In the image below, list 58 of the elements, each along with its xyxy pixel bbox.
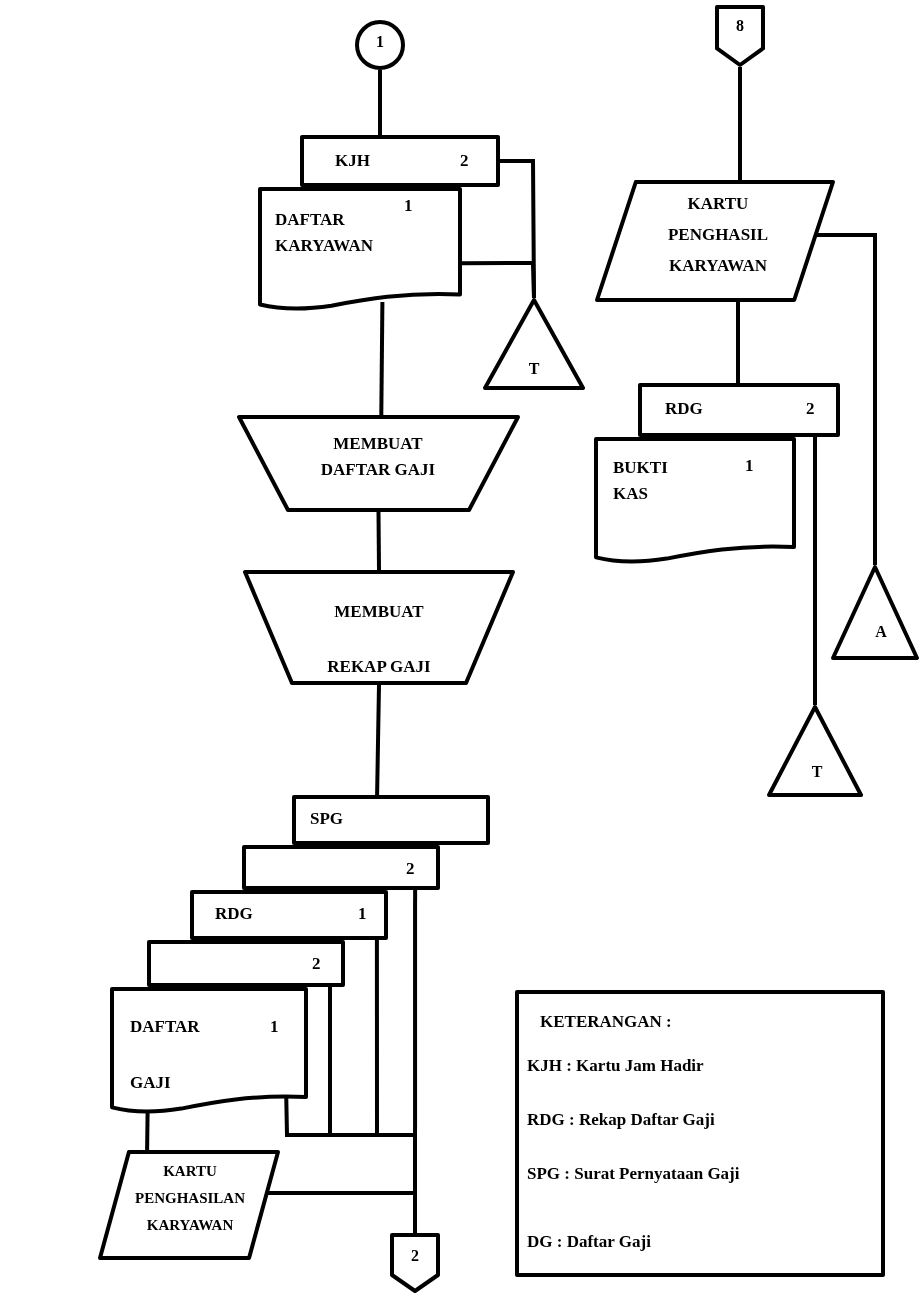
document-symbol [110, 987, 308, 1115]
document-symbol [594, 437, 796, 565]
connector-line [379, 301, 385, 416]
key-entry: DG : Daftar Gaji [527, 1231, 651, 1253]
connector-line [736, 302, 740, 383]
key-heading: KETERANGAN : [540, 1011, 672, 1033]
copy-number: 1 [270, 1016, 279, 1038]
connector-circle [355, 20, 405, 70]
copy-number: 2 [406, 859, 415, 879]
document-code: SPG [310, 809, 344, 829]
file-triangle [767, 705, 863, 797]
parallelogram-symbol [595, 180, 835, 302]
copy-number: 2 [312, 954, 321, 974]
file-triangle [483, 298, 585, 390]
connector-line [738, 67, 742, 180]
manual-operation-trapezoid [243, 570, 515, 685]
document-code: RDG [665, 399, 703, 419]
key-panel [515, 990, 885, 1277]
parallelogram-symbol [98, 1150, 280, 1260]
document-code: RDG [215, 904, 253, 924]
connector-line [375, 684, 381, 796]
node-label: A [875, 623, 887, 641]
connector-line [378, 70, 382, 135]
document-symbol [638, 383, 840, 437]
node-label: MEMBUAT REKAP GAJI [326, 601, 432, 678]
node-label: T [811, 763, 823, 781]
node-label: T [528, 360, 540, 378]
connector-line [145, 1111, 150, 1151]
off-page-connector [715, 5, 765, 67]
file-triangle [831, 565, 919, 660]
connector-line [813, 437, 817, 705]
node-label: DAFTAR KARYAWAN [275, 209, 374, 257]
key-entry: KJH : Kartu Jam Hadir [527, 1055, 704, 1077]
manual-operation-trapezoid [237, 415, 520, 512]
key-entry: RDG : Rekap Daftar Gaji [527, 1109, 715, 1131]
node-label: 1 [376, 33, 384, 51]
node-label: 8 [736, 17, 744, 35]
node-label: BUKTI KAS [613, 457, 669, 505]
document-symbol [292, 795, 490, 845]
key-entry: SPG : Surat Pernyataan Gaji [527, 1163, 741, 1185]
copy-number: 2 [806, 399, 815, 419]
document-code: KJH [335, 151, 370, 171]
node-label: 2 [411, 1247, 419, 1265]
connector-line [462, 261, 536, 299]
document-symbol [300, 135, 500, 187]
connector-line [376, 511, 381, 570]
node-label: DAFTAR GAJI [130, 1016, 201, 1094]
copy-number: 1 [404, 195, 413, 217]
connector-line [268, 1190, 417, 1233]
copy-number: 1 [358, 904, 367, 924]
copy-number: 2 [460, 151, 469, 171]
document-symbol [258, 187, 462, 312]
copy-number: 1 [745, 455, 754, 477]
node-label: KARTU PENGHASILAN KARYAWAN [134, 1162, 246, 1235]
connector-line [817, 232, 877, 565]
node-label: MEMBUAT DAFTAR GAJI [319, 433, 437, 481]
node-label: KARTU PENGHASIL KARYAWAN [666, 193, 770, 277]
off-page-connector [390, 1233, 440, 1293]
